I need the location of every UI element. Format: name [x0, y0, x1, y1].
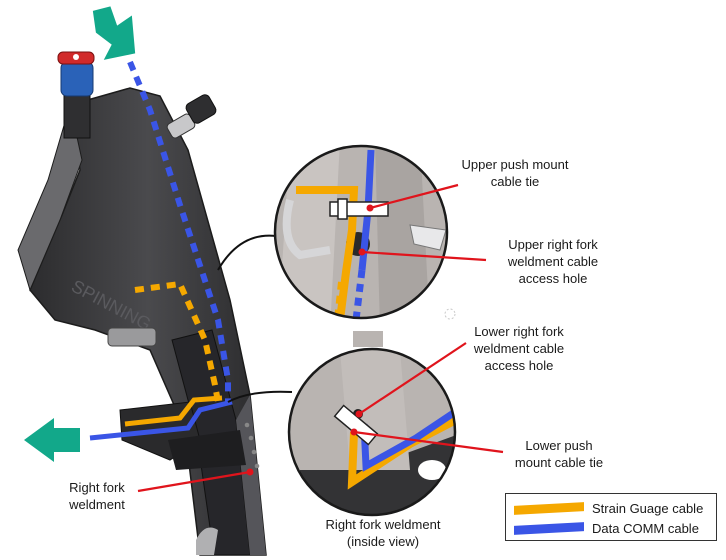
- legend-item-strain-gauge: Strain Guage cable: [514, 498, 703, 518]
- cable-route-frame: [89, 60, 233, 441]
- cable-legend: Strain Guage cable Data COMM cable: [505, 493, 717, 541]
- lower-detail-tab: [353, 331, 383, 347]
- legend-swatch-strain-gauge: [514, 501, 584, 515]
- legend-item-data-comm: Data COMM cable: [514, 518, 699, 538]
- lower-callout-leader: [227, 390, 293, 403]
- upper-callout-leader: [217, 234, 277, 271]
- tension-knob: [57, 51, 95, 139]
- leader-lines: [137, 183, 504, 493]
- legend-label-data-comm: Data COMM cable: [592, 520, 699, 536]
- legend-swatch-data-comm: [514, 521, 584, 535]
- exit-arrow-icon: [24, 418, 80, 462]
- label-right-fork-weldment-inside-view: Right fork weldment(inside view): [325, 517, 441, 549]
- lower-detail-view: [289, 349, 455, 515]
- legend-label-strain-gauge: Strain Guage cable: [592, 500, 704, 516]
- upper-detail-view: [275, 146, 447, 318]
- side-connector: [166, 94, 217, 139]
- entry-arrow-icon: [92, 6, 136, 60]
